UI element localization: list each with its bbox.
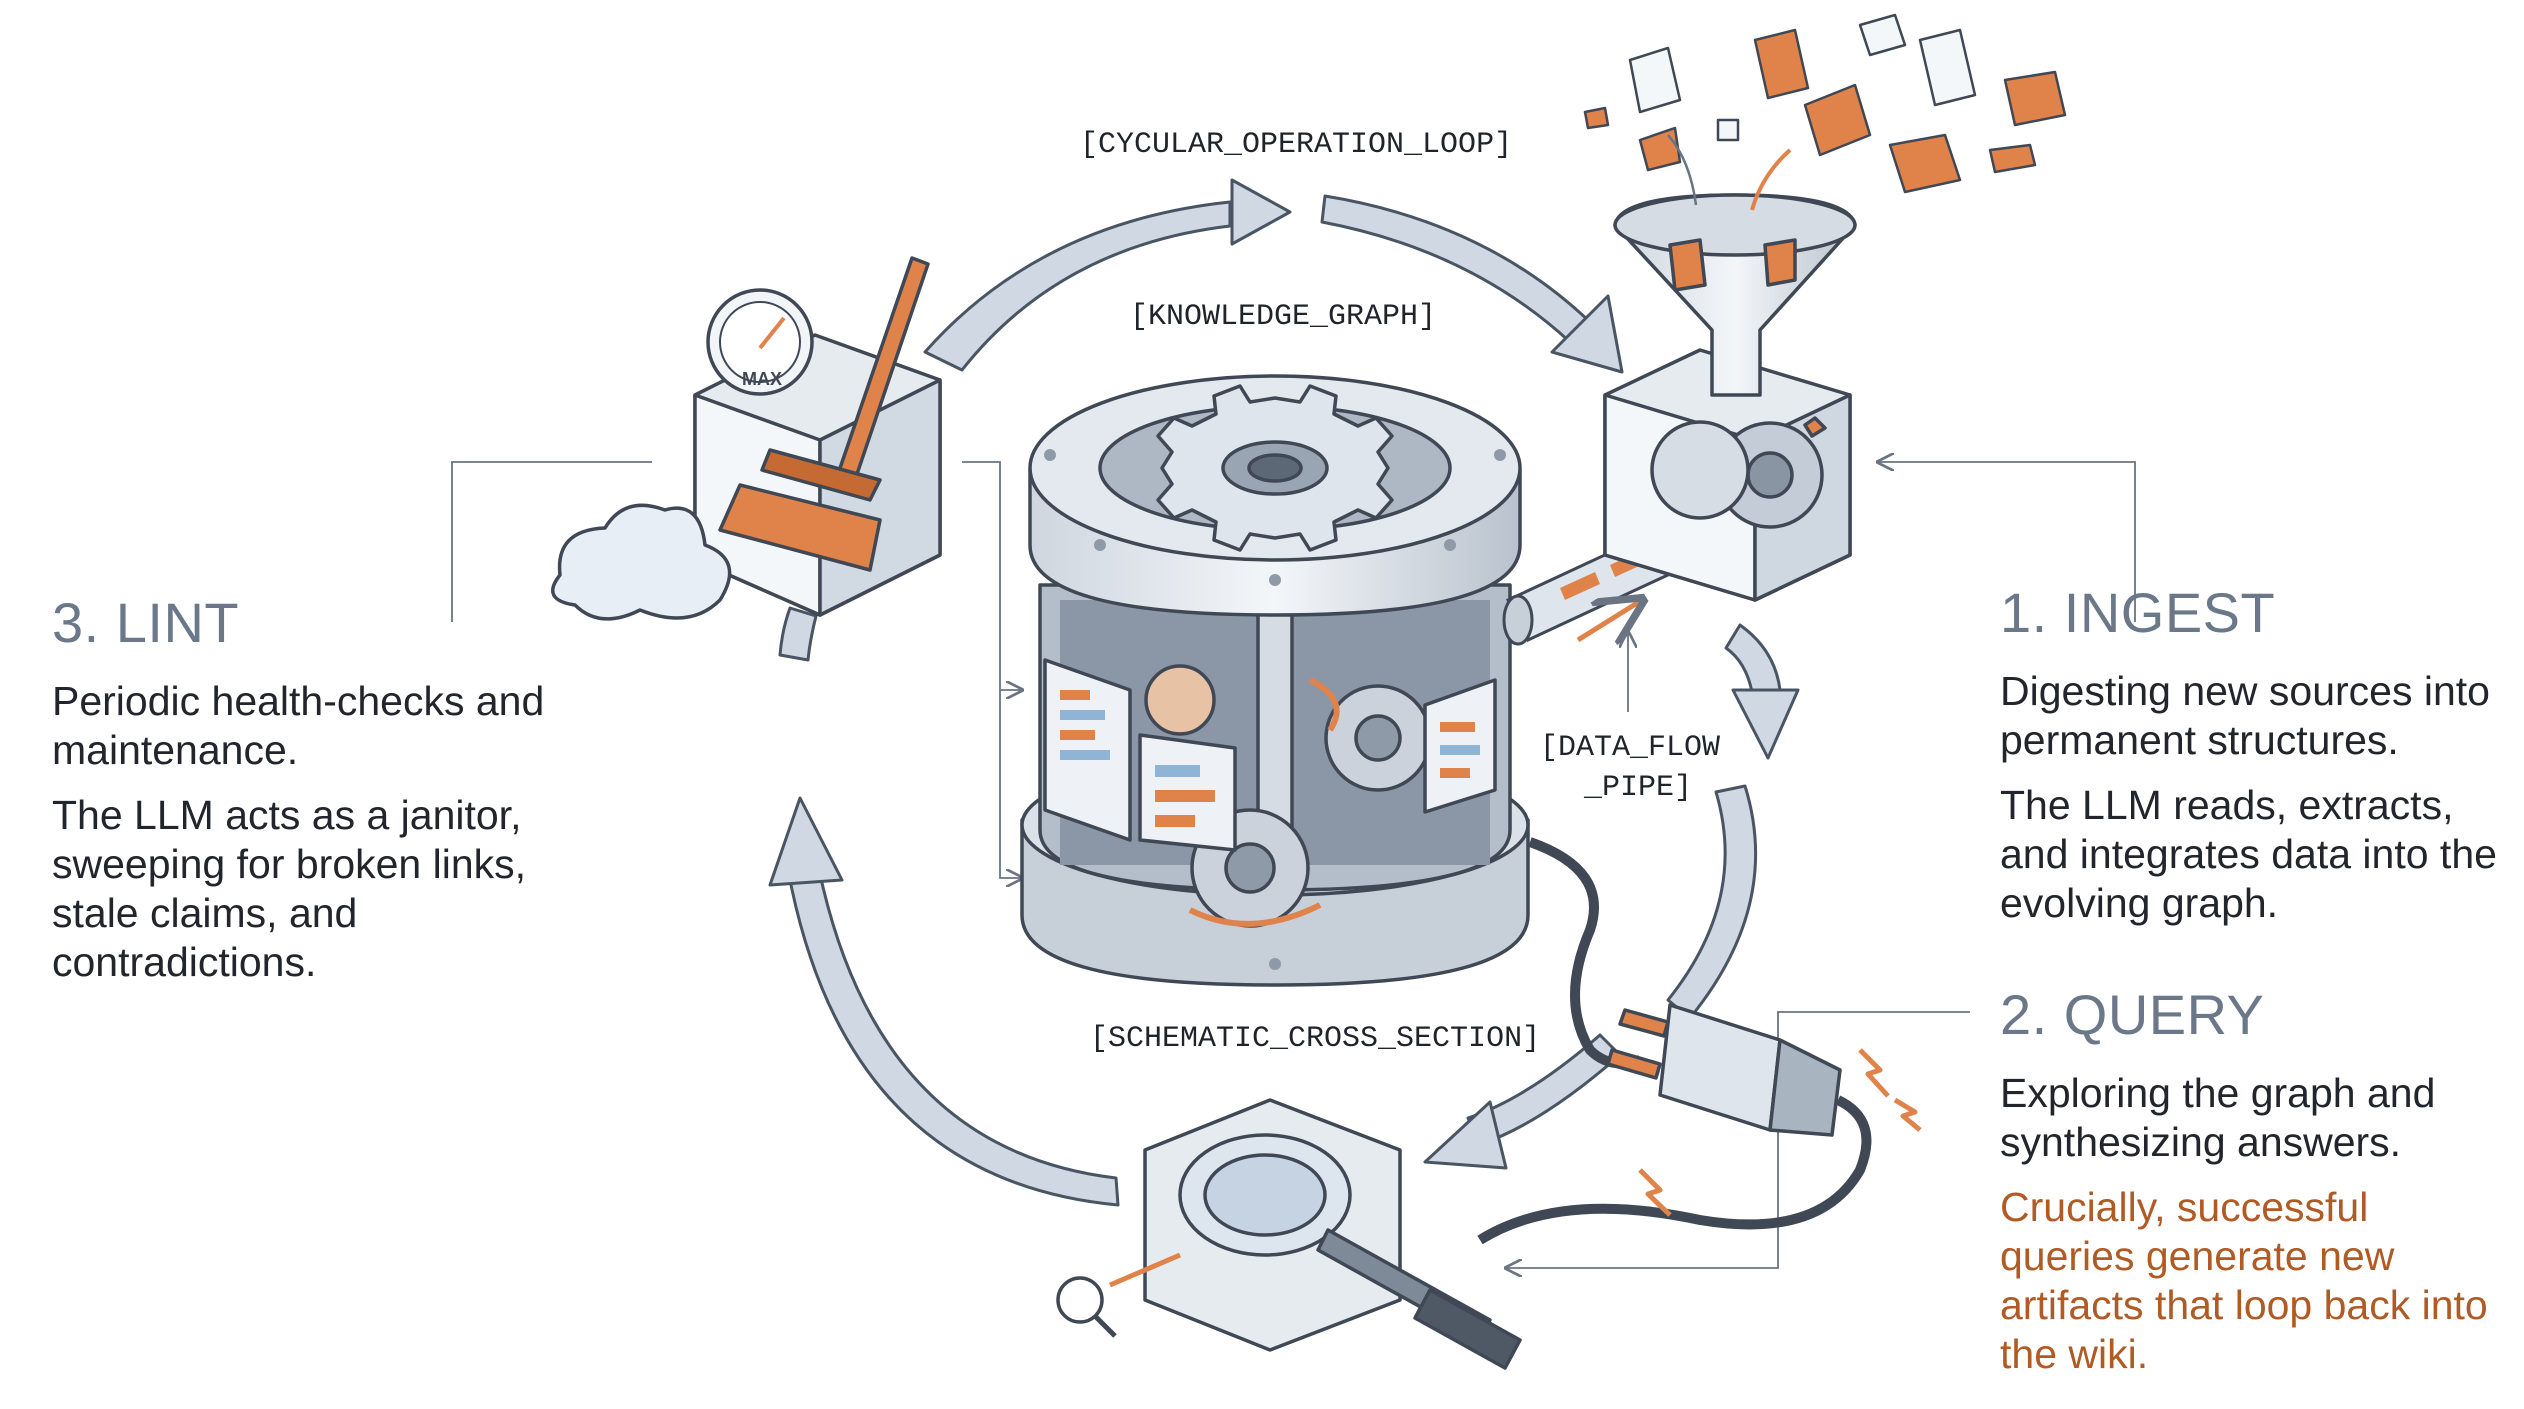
pipe-label: [DATA_FLOW _PIPE] — [1540, 728, 1720, 808]
ingest-panel: 1. INGEST Digesting new sources into per… — [2000, 580, 2510, 944]
ingest-title: 1. INGEST — [2000, 581, 2276, 644]
pipe-label-line1: [DATA_FLOW — [1540, 731, 1721, 765]
query-panel: 2. QUERY Exploring the graph and synthes… — [2000, 982, 2510, 1395]
cycle-arrows — [768, 178, 1800, 1207]
power-plug — [1477, 837, 1922, 1245]
ingest-line2: The LLM reads, extracts, and integrates … — [2000, 782, 2497, 926]
knowledge-graph-machine — [1020, 374, 1530, 987]
section-label: [SCHEMATIC_CROSS_SECTION] — [1090, 1022, 1541, 1056]
incoming-documents — [1583, 13, 2067, 211]
cycle-arrow-top — [923, 178, 1624, 374]
lint-panel: 3. LINT Periodic health-checks and maint… — [52, 590, 612, 1003]
ingest-line1: Digesting new sources into permanent str… — [2000, 668, 2490, 763]
cycle-arrow-left — [768, 606, 1120, 1207]
pipe-label-line2: _PIPE] — [1584, 771, 1693, 805]
ingest-machine — [1603, 193, 1857, 602]
lint-station — [551, 256, 942, 621]
graph-label: [KNOWLEDGE_GRAPH] — [1130, 300, 1437, 334]
cycle-label: [CYCULAR_OPERATION_LOOP] — [1080, 128, 1513, 162]
cycle-arrow-bottom — [1423, 1033, 1622, 1170]
cycle-arrow-right — [1666, 623, 1800, 1020]
lint-line2: The LLM acts as a janitor, sweeping for … — [52, 792, 527, 985]
lint-title: 3. LINT — [52, 591, 240, 654]
gauge-label: MAX — [742, 369, 782, 389]
query-title: 2. QUERY — [2000, 983, 2265, 1046]
lint-line1: Periodic health-checks and maintenance. — [52, 678, 545, 773]
connector-lines — [451, 462, 2136, 1268]
query-line1: Exploring the graph and synthesizing ans… — [2000, 1070, 2436, 1165]
query-line2: Crucially, successful queries generate n… — [2000, 1184, 2488, 1377]
magnifier-station — [1056, 1098, 1522, 1370]
